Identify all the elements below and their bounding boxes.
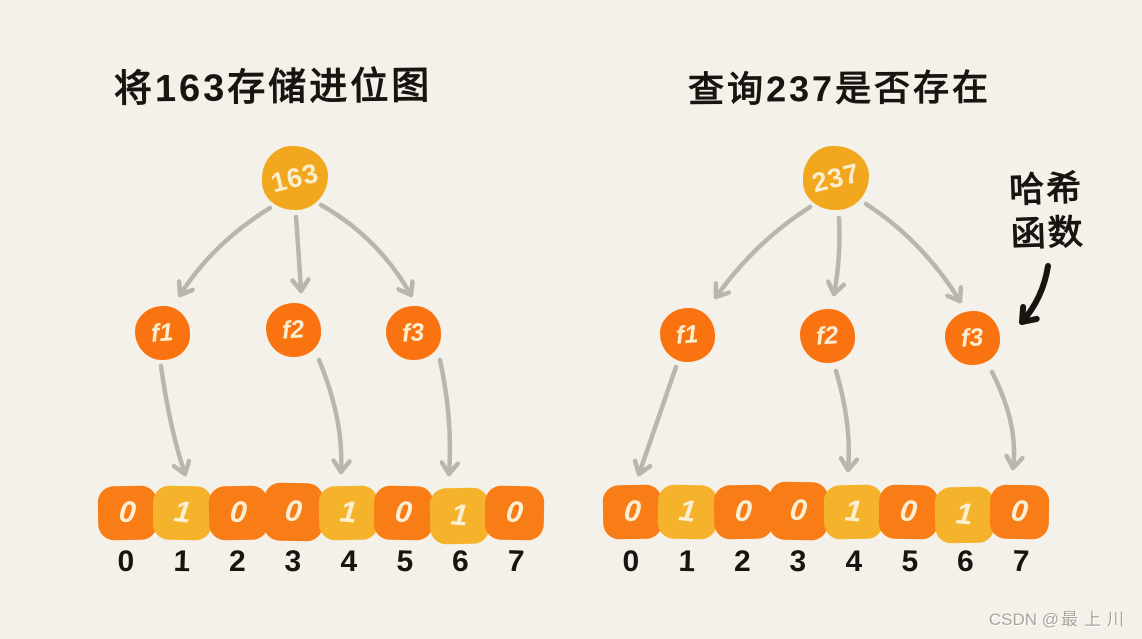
left-title: 将163存储进位图 [113, 65, 433, 111]
left-hash-f2-label: f2 [281, 314, 306, 345]
arrow-f2-to-bit4-left [316, 357, 341, 475]
csdn-watermark: CSDN @最上川 [989, 605, 1130, 630]
index-label: 4 [845, 545, 863, 578]
bit-cell: 0 [878, 484, 939, 540]
arrow-annotation-to-f3 [1019, 263, 1051, 325]
right-index-row: 0 1 2 3 4 5 6 7 [603, 545, 1049, 579]
index-label: 6 [452, 545, 469, 578]
bit-value: 1 [449, 498, 469, 533]
bit-cell: 1 [657, 484, 718, 540]
arrow-f1-to-bit0-right [639, 364, 679, 477]
watermark-prefix: CSDN @ [988, 610, 1059, 629]
watermark-name: 最上川 [1061, 610, 1130, 629]
bit-cell: 0 [768, 481, 829, 541]
left-index-row: 0 1 2 3 4 5 6 7 [98, 545, 544, 579]
index-label: 4 [340, 545, 358, 578]
arrow-f3-to-bit6-left [437, 357, 450, 477]
index-label: 1 [172, 544, 191, 579]
arrow-f3-to-bit7-right [989, 369, 1014, 471]
bit-cell: 1 [318, 485, 379, 541]
arrow-237-to-f3 [863, 201, 960, 304]
bit-value: 0 [733, 494, 753, 529]
bit-value: 0 [393, 495, 415, 530]
arrow-163-to-f2 [296, 214, 301, 294]
bit-cell: 1 [152, 485, 213, 541]
left-hash-f3-label: f3 [401, 317, 426, 348]
bit-cell: 0 [713, 484, 774, 540]
bit-cell: 0 [373, 485, 434, 541]
left-hash-f1-label: f1 [150, 317, 175, 348]
bit-cell: 1 [823, 484, 884, 540]
bit-value: 0 [504, 495, 525, 530]
bit-value: 0 [228, 495, 248, 530]
bit-cell: 1 [429, 487, 490, 545]
index-label: 6 [957, 545, 974, 578]
bit-value: 1 [172, 495, 194, 530]
bit-value: 1 [954, 497, 974, 532]
index-label: 5 [900, 544, 919, 579]
right-value-node: 237 [803, 146, 869, 210]
index-label: 0 [622, 545, 640, 578]
left-value-node: 163 [262, 146, 328, 210]
index-label: 0 [117, 545, 135, 578]
right-hash-f3-label: f3 [960, 322, 985, 353]
left-value-label: 163 [267, 157, 322, 198]
bit-cell: 0 [484, 485, 545, 541]
bit-value: 0 [622, 494, 643, 529]
arrow-f1-to-bit1-left [158, 363, 185, 477]
arrow-f2-to-bit4-right [833, 368, 849, 473]
right-hash-node-f3: f3 [945, 311, 1000, 365]
arrow-237-to-f1 [716, 204, 813, 300]
hash-function-annotation: 哈希函数 [1008, 168, 1086, 255]
bit-value: 0 [898, 494, 920, 529]
index-label: 7 [1012, 544, 1031, 579]
bit-value: 1 [677, 494, 699, 529]
index-label: 3 [789, 544, 808, 579]
bit-cell: 0 [602, 484, 663, 540]
bit-cell: 0 [97, 485, 158, 541]
bit-value: 1 [338, 495, 359, 530]
index-label: 2 [229, 545, 246, 578]
bit-cell: 0 [208, 485, 269, 541]
left-bit-array: 0 1 0 0 1 0 1 0 [97, 482, 545, 545]
index-label: 5 [395, 544, 414, 579]
arrow-163-to-f1 [180, 205, 273, 298]
left-hash-node-f3: f3 [386, 306, 441, 360]
arrow-237-to-f2 [834, 215, 839, 297]
bit-value: 0 [117, 495, 138, 530]
index-label: 7 [507, 544, 526, 579]
left-hash-node-f2: f2 [266, 303, 321, 357]
bit-value: 0 [1009, 494, 1030, 529]
bit-value: 0 [283, 494, 304, 529]
index-label: 2 [734, 545, 751, 578]
bit-value: 0 [788, 493, 809, 528]
bit-cell: 0 [989, 484, 1050, 540]
left-hash-node-f1: f1 [135, 306, 190, 360]
right-hash-f1-label: f1 [675, 319, 700, 350]
index-label: 3 [284, 544, 303, 579]
bit-cell: 0 [263, 482, 324, 542]
right-value-label: 237 [808, 157, 863, 198]
right-title: 查询237是否存在 [687, 66, 992, 110]
arrow-163-to-f3 [318, 202, 411, 298]
right-bit-array: 0 1 0 0 1 0 1 0 [602, 481, 1050, 544]
bit-cell: 1 [934, 486, 995, 544]
right-hash-f2-label: f2 [815, 320, 840, 351]
right-hash-node-f2: f2 [800, 309, 855, 363]
bit-value: 1 [843, 494, 864, 529]
index-label: 1 [677, 544, 696, 579]
right-hash-node-f1: f1 [660, 308, 715, 362]
